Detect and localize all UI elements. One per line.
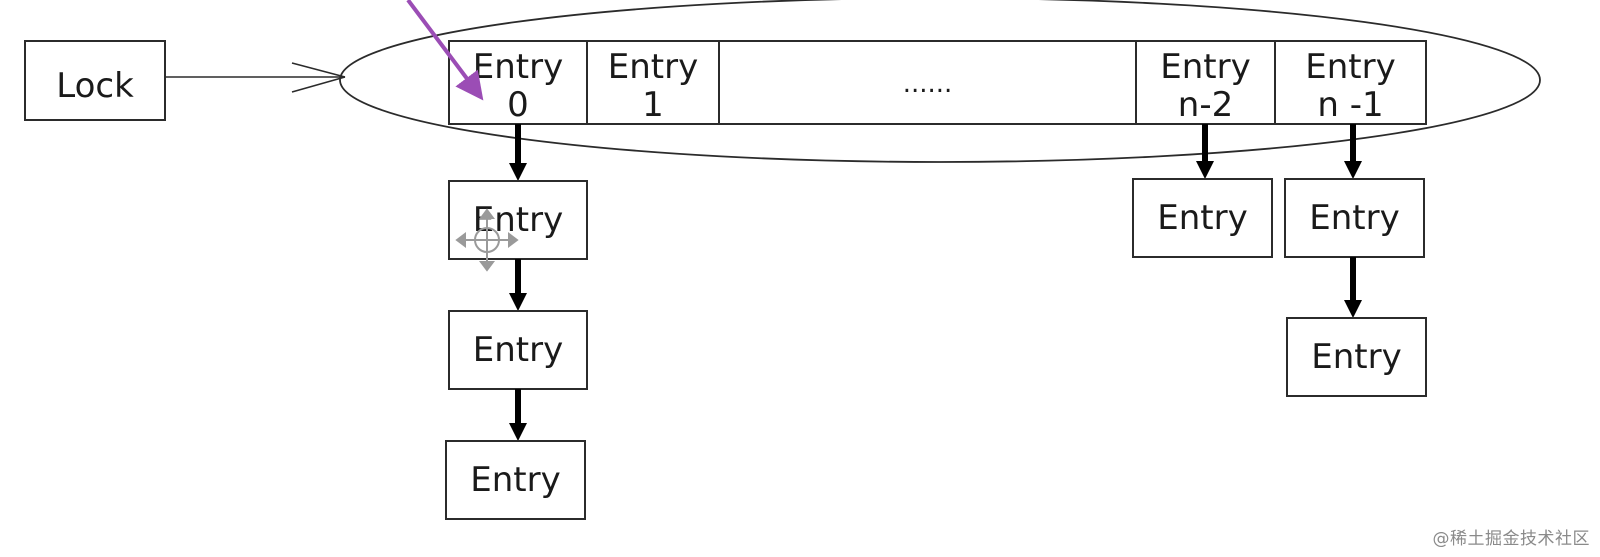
pointer-arrow [406, 0, 484, 101]
move-cursor-right-tip [508, 232, 519, 248]
segment-cell-label: Entry [473, 47, 563, 87]
chain-entry-node: Entry [1132, 178, 1273, 258]
segment-cell-2: ...... [718, 40, 1137, 125]
chain-entry-label: Entry [473, 330, 563, 370]
chain-arrow-head [509, 293, 527, 311]
lock-node: Lock [24, 40, 166, 121]
segment-cell-label: Entry [1305, 47, 1395, 87]
chain-entry-box [1286, 317, 1427, 397]
chain-arrow [1344, 124, 1362, 179]
chain-entry-label: Entry [1309, 198, 1399, 238]
chain-entry-box [445, 440, 586, 520]
move-cursor-up-tip [479, 208, 495, 219]
chain-entry-label: Entry [1157, 198, 1247, 238]
lock-connector-tip-lower [291, 76, 346, 93]
move-cursor-icon [455, 208, 519, 272]
chain-entry-box [1132, 178, 1273, 258]
segment-ellipse [339, 0, 1541, 163]
segment-ellipsis-label: ...... [903, 69, 953, 99]
lock-box [24, 40, 166, 121]
chain-entry-box [1284, 178, 1425, 258]
chain-entry-node: Entry [1284, 178, 1425, 258]
chain-arrow-head [1344, 300, 1362, 318]
chain-entry-node: Entry [448, 310, 588, 390]
lock-connector-tip-upper [291, 62, 346, 78]
chain-entry-label: Entry [470, 460, 560, 500]
chain-arrow [1196, 124, 1214, 179]
lock-connector [165, 62, 346, 93]
segment-cell-index: n-2 [1178, 85, 1233, 125]
chain-arrow [509, 124, 527, 181]
chain-entry-node: Entry [445, 440, 586, 520]
lock-label: Lock [56, 66, 134, 106]
chain-arrow-head [1344, 161, 1362, 179]
chain-arrow-head [1196, 161, 1214, 179]
segment-cell-index: 1 [642, 85, 664, 125]
chain-arrow [1344, 257, 1362, 318]
chain-entry-label: Entry [1311, 337, 1401, 377]
move-cursor-down-tip [479, 261, 495, 272]
entry-chain-1: Entry [1132, 124, 1273, 258]
chain-arrow-head [509, 163, 527, 181]
segment-cell-label: Entry [608, 47, 698, 87]
chain-entry-node: Entry [448, 180, 588, 260]
segment-cell-label: Entry [1160, 47, 1250, 87]
chain-arrow [509, 259, 527, 311]
watermark: @稀土掘金技术社区 [1432, 529, 1590, 549]
chain-entry-box [448, 310, 588, 390]
chain-arrow-head [509, 423, 527, 441]
move-cursor-left-tip [455, 232, 466, 248]
segment-cell-index: 0 [507, 85, 529, 125]
chain-entry-node: Entry [1286, 317, 1427, 397]
chain-arrow [509, 389, 527, 441]
segment-cell-index: n -1 [1317, 85, 1383, 125]
